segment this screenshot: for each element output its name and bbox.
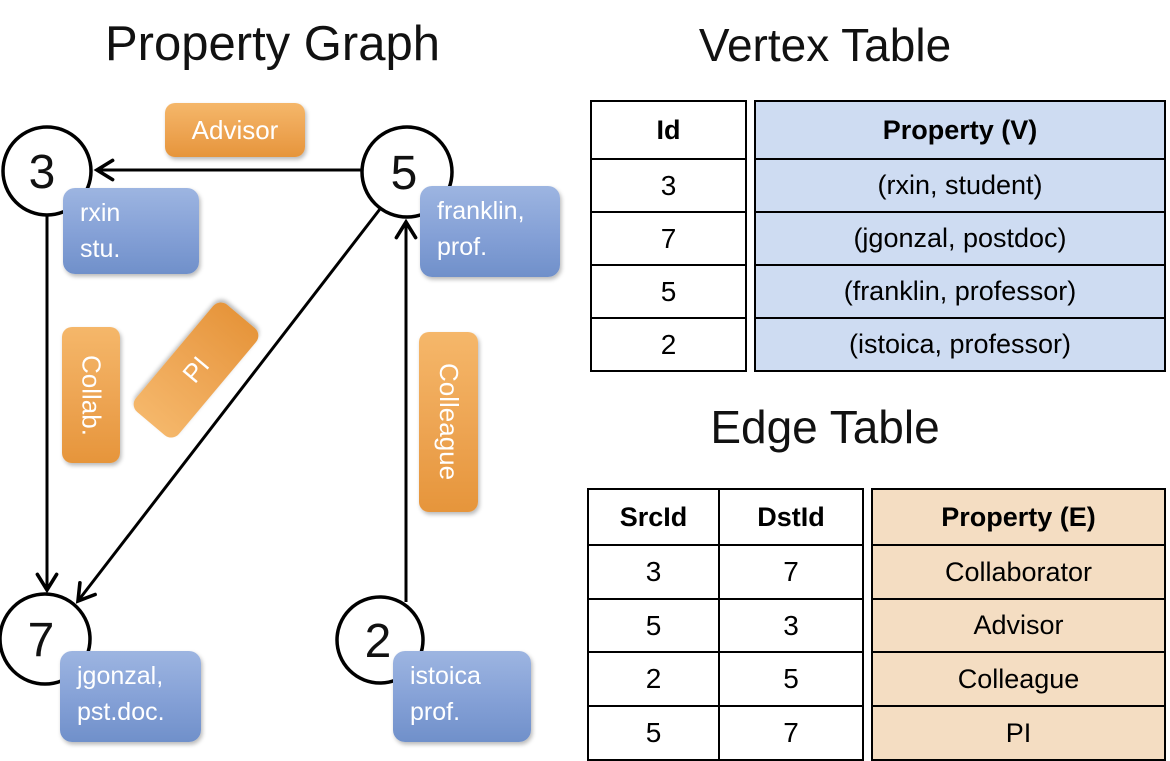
- edge-label-advisor: Advisor: [165, 103, 305, 157]
- vertex-table-id-column: Id 3 7 5 2: [590, 100, 747, 372]
- vertex-table-header-property: Property (V): [882, 114, 1038, 145]
- table-cell: 7: [718, 707, 862, 759]
- vertex-prop-3-line2: stu.: [80, 234, 121, 263]
- edge-table-property-column: Property (E) Collaborator Advisor Collea…: [871, 488, 1166, 761]
- edge-label-colleague: Colleague: [419, 332, 478, 512]
- edge-table-header-dstid: DstId: [718, 490, 862, 544]
- vertex-prop-5-line2: prof.: [437, 232, 488, 261]
- graph-canvas: 3 5 7 2: [0, 125, 454, 686]
- table-cell: 7: [718, 546, 862, 598]
- vertex-table-title: Vertex Table: [698, 19, 952, 71]
- table-cell: (istoica, professor): [756, 317, 1164, 370]
- vertex-id-5: 5: [391, 147, 418, 200]
- table-cell: 7: [592, 211, 745, 264]
- edge-pi-5-to-7: [75, 208, 382, 604]
- vertex-id-3: 3: [29, 146, 56, 199]
- edge-table-title: Edge Table: [710, 401, 940, 453]
- vertex-prop-box-7: jgonzal, pst.doc.: [60, 651, 201, 742]
- table-cell: 5: [592, 264, 745, 317]
- table-cell: Advisor: [873, 598, 1164, 651]
- vertex-id-2: 2: [365, 615, 392, 668]
- vertex-prop-7-line2: pst.doc.: [77, 697, 165, 726]
- table-cell: (franklin, professor): [756, 264, 1164, 317]
- table-cell: (rxin, student): [756, 158, 1164, 211]
- vertex-prop-2-line1: istoica: [410, 662, 481, 690]
- table-cell: 5: [718, 653, 862, 705]
- property-graph-title: Property Graph: [105, 17, 440, 71]
- table-cell: 5: [645, 609, 662, 641]
- edge-label-collab: Collab.: [62, 327, 120, 463]
- table-cell: 3: [645, 556, 662, 587]
- vertex-prop-box-3: rxin stu.: [63, 188, 199, 274]
- table-cell: 3: [718, 600, 862, 651]
- table-cell: Colleague: [873, 651, 1164, 705]
- vertex-prop-box-2: istoica prof.: [393, 651, 531, 742]
- vertex-prop-7-line1: jgonzal,: [77, 662, 164, 690]
- vertex-prop-box-5: franklin, prof.: [420, 186, 560, 277]
- table-cell: 3: [592, 158, 745, 211]
- table-cell: 2: [645, 663, 662, 694]
- table-cell: 5: [645, 717, 662, 748]
- vertex-table-property-column: Property (V) (rxin, student) (jgonzal, p…: [754, 100, 1166, 372]
- vertex-table-header-id: Id: [656, 114, 681, 145]
- edge-table-header-property: Property (E): [941, 501, 1096, 532]
- table-cell: (jgonzal, postdoc): [756, 211, 1164, 264]
- table-cell: PI: [873, 705, 1164, 759]
- edge-table-src-dst-columns: SrcId DstId 3 7 5 3 2 5 5 7: [587, 488, 864, 761]
- vertex-prop-5-line1: franklin,: [437, 197, 525, 225]
- table-cell: 2: [592, 317, 745, 370]
- vertex-id-7: 7: [28, 614, 55, 667]
- table-cell: Collaborator: [873, 544, 1164, 598]
- vertex-prop-2-line2: prof.: [410, 697, 461, 726]
- vertex-prop-3-line1: rxin: [80, 199, 121, 227]
- edge-table-header-srcid: SrcId: [619, 501, 688, 532]
